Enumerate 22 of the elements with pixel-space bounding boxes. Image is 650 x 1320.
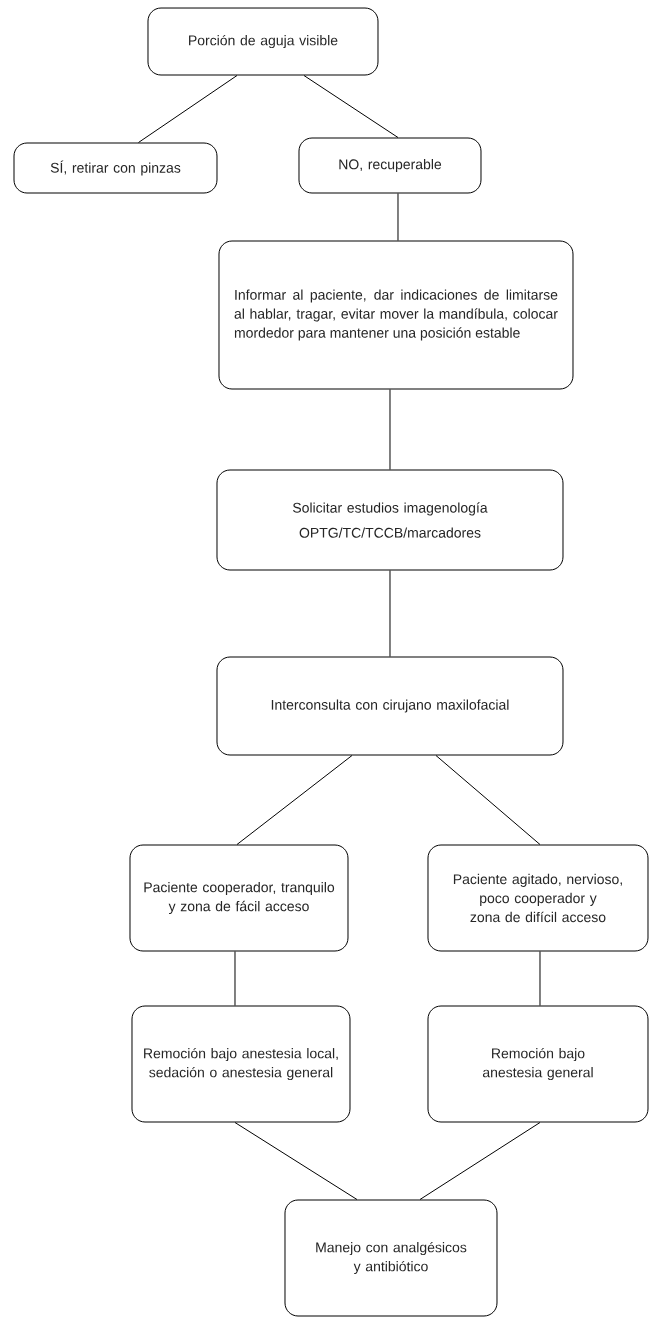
process-box: NO, recuperable — [298, 137, 482, 194]
connector-line — [419, 1122, 541, 1200]
connector-line — [303, 75, 399, 138]
connector-line — [234, 1122, 358, 1200]
process-box: SÍ, retirar con pinzas — [13, 142, 218, 194]
process-box: Informar al paciente, dar indicaciones de limitarse al hablar, tragar, evitar mover la mandíbula, colocar mordedor para mantener una posición estable — [218, 240, 574, 390]
process-box: Solicitar estudios imagenología OPTG/TC/TCCB/marcadores — [216, 469, 564, 571]
connector-line — [234, 951, 236, 1006]
process-box: Porción de aguja visible — [147, 7, 379, 76]
process-box: Interconsulta con cirujano maxilofacial — [216, 656, 564, 756]
process-box: Paciente agitado, nervioso, poco cooperador y zona de difícil acceso — [427, 844, 649, 952]
connector-line — [236, 755, 353, 845]
process-box: Paciente cooperador, tranquilo y zona de fácil acceso — [129, 844, 349, 952]
connector-line — [389, 389, 391, 470]
process-box: Manejo con analgésicos y antibiótico — [284, 1199, 498, 1317]
connector-line — [435, 755, 541, 845]
process-box: Remoción bajo anestesia general — [427, 1005, 649, 1123]
process-box: Remoción bajo anestesia local, sedación o anestesia general — [131, 1005, 351, 1123]
connector-line — [389, 570, 391, 657]
connector-line — [539, 951, 541, 1006]
connector-line — [397, 193, 399, 241]
connector-line — [138, 75, 238, 143]
